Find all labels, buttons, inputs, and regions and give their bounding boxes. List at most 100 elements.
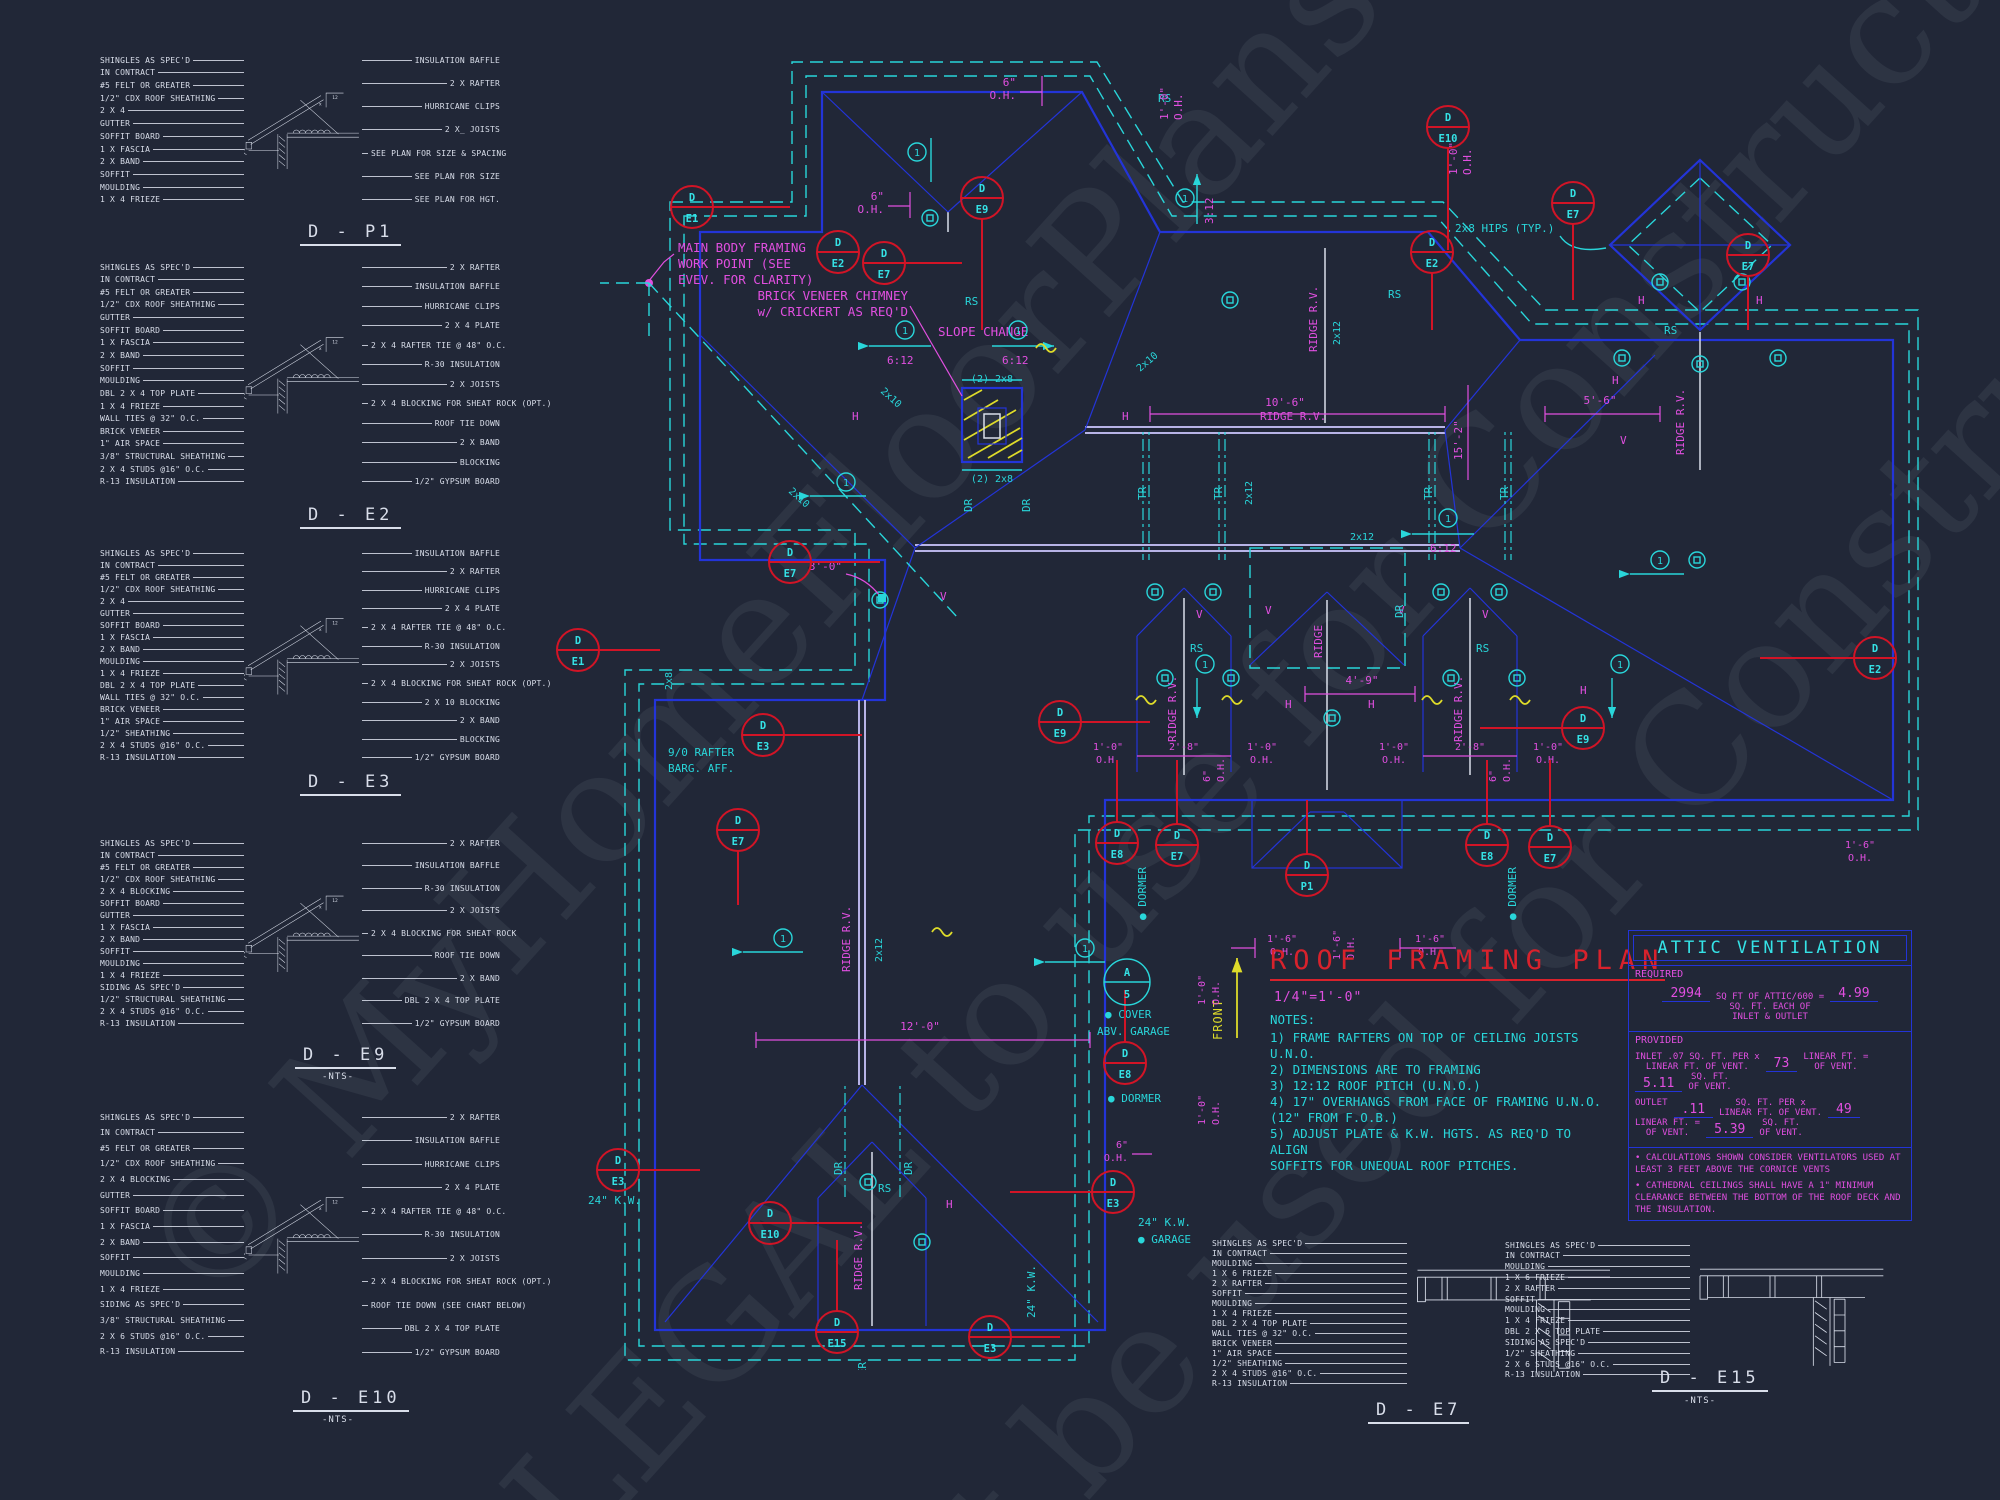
- outlet-rate: .11: [1673, 1102, 1714, 1118]
- inlet-linear-sub: OF VENT.: [1814, 1062, 1858, 1072]
- svg-text:DR: DR: [1020, 498, 1033, 512]
- detail-label: SEE PLAN FOR HGT.: [362, 195, 500, 205]
- svg-text:E3: E3: [757, 741, 770, 753]
- detail-e9-title: D - E9: [295, 1045, 397, 1069]
- detail-e9-nts: -NTS-: [322, 1072, 355, 1082]
- detail-e10-drawing: [243, 1112, 362, 1357]
- detail-label: R-30 INSULATION: [362, 1230, 500, 1240]
- detail-label: 1/2" SHEATHING: [100, 729, 244, 739]
- detail-label: SOFFIT: [1505, 1294, 1690, 1304]
- provided-label: PROVIDED: [1635, 1035, 1684, 1046]
- detail-label: IN CONTRACT: [100, 68, 244, 78]
- detail-e3-drawing: [243, 548, 362, 763]
- svg-text:1: 1: [1015, 326, 1021, 337]
- svg-text:D: D: [987, 1322, 993, 1334]
- diamond-hip-roof: [1559, 158, 1792, 332]
- plan-title: ROOF FRAMING PLAN: [1270, 945, 1666, 981]
- detail-label: DBL 2 X 4 TOP PLATE: [362, 996, 500, 1006]
- detail-label: DBL 2 X 4 TOP PLATE: [362, 1324, 500, 1334]
- attic-area-value: 2994: [1662, 986, 1710, 1002]
- svg-text:2'-8": 2'-8": [1169, 742, 1199, 753]
- detail-label: MOULDING: [100, 376, 244, 386]
- svg-text:1'-6": 1'-6": [1845, 840, 1875, 851]
- detail-label: #5 FELT OR GREATER: [100, 572, 244, 582]
- svg-text:FRONT: FRONT: [1211, 999, 1225, 1040]
- svg-text:6": 6": [1488, 770, 1499, 782]
- detail-label: 2 X BAND: [100, 350, 244, 360]
- detail-label: MOULDING: [100, 1269, 244, 1279]
- detail-label: 1/2" GYPSUM BOARD: [362, 1347, 500, 1357]
- svg-text:V: V: [1196, 608, 1203, 621]
- svg-text:4'-9": 4'-9": [1345, 674, 1378, 687]
- svg-text:1'-0": 1'-0": [1093, 742, 1123, 753]
- svg-text:O.H.: O.H.: [1270, 947, 1294, 958]
- detail-label: SOFFIT BOARD: [100, 131, 244, 141]
- svg-text:1'-0": 1'-0": [1197, 975, 1208, 1005]
- svg-text:2x10: 2x10: [786, 486, 811, 510]
- svg-text:1: 1: [1617, 660, 1623, 671]
- svg-text:H: H: [1368, 698, 1375, 711]
- svg-text:E8: E8: [1481, 851, 1494, 863]
- svg-text:w/ CRICKERT AS REQ'D: w/ CRICKERT AS REQ'D: [757, 304, 908, 319]
- svg-text:D: D: [1570, 188, 1576, 200]
- attic-note-1: • CALCULATIONS SHOWN CONSIDER VENTILATOR…: [1635, 1153, 1901, 1175]
- svg-text:9/0 RAFTER: 9/0 RAFTER: [668, 746, 735, 759]
- svg-text:24" K.W.: 24" K.W.: [1025, 1265, 1038, 1318]
- detail-label: INSULATION BAFFLE: [362, 55, 500, 65]
- svg-text:RS: RS: [878, 1182, 891, 1195]
- svg-text:O.H.: O.H.: [990, 89, 1017, 102]
- ridge-lines: [858, 212, 1701, 1085]
- detail-label: GUTTER: [100, 910, 244, 920]
- svg-text:6": 6": [871, 190, 884, 203]
- detail-label: SOFFIT: [100, 363, 244, 373]
- outlet-label: OUTLET: [1635, 1098, 1668, 1108]
- svg-text:TR: TR: [1212, 486, 1225, 500]
- dimensions: 6"O.H. 6"O.H. 1'-0"O.H. 1'-0"O.H. 10'-6"…: [755, 76, 1875, 1164]
- detail-label: HURRICANE CLIPS: [362, 1159, 500, 1169]
- svg-text:DR: DR: [1393, 604, 1406, 618]
- svg-text:● DORMER: ● DORMER: [1506, 867, 1519, 920]
- svg-text:2x12: 2x12: [1244, 481, 1255, 505]
- svg-text:O.H.: O.H.: [1216, 758, 1227, 782]
- notes-heading: NOTES:: [1270, 1012, 1316, 1027]
- svg-text:D: D: [1484, 830, 1490, 842]
- detail-label: BLOCKING: [362, 457, 500, 467]
- detail-e10-title: D - E10: [293, 1388, 409, 1412]
- svg-text:D: D: [881, 248, 887, 260]
- detail-label: 1/2" GYPSUM BOARD: [362, 1018, 500, 1028]
- svg-text:O.H.: O.H.: [1250, 755, 1274, 766]
- svg-text:1: 1: [1202, 660, 1208, 671]
- detail-label: ROOF TIE DOWN: [362, 418, 500, 428]
- detail-label: 2 X 4 STUDS @16" O.C.: [100, 464, 244, 474]
- svg-text:1: 1: [914, 148, 920, 159]
- outlet-tail-sub: OF VENT.: [1759, 1128, 1803, 1138]
- svg-text:1: 1: [843, 478, 849, 489]
- outlet-linear: LINEAR FT. =: [1635, 1118, 1701, 1128]
- detail-label: SOFFIT: [100, 1253, 244, 1263]
- svg-text:V: V: [940, 590, 947, 603]
- slope-markers: 16:12 16:12 13:12 16:12 1 1 1 1 1 1 16:1…: [731, 138, 1684, 967]
- svg-text:E15: E15: [828, 1338, 847, 1350]
- required-result: 4.99: [1830, 986, 1878, 1002]
- svg-text:(2) 2x8: (2) 2x8: [971, 374, 1013, 385]
- detail-e2-drawing: [243, 262, 362, 487]
- svg-text:D: D: [1872, 643, 1878, 655]
- svg-text:WORK POINT (SEE: WORK POINT (SEE: [678, 256, 791, 271]
- svg-text:TR: TR: [1136, 486, 1149, 500]
- detail-label: 1/2" SHEATHING: [1212, 1358, 1407, 1368]
- detail-label: 2 X 4 PLATE: [362, 1183, 500, 1193]
- detail-label: R-13 INSULATION: [100, 1347, 244, 1357]
- svg-text:15'-2": 15'-2": [1452, 420, 1465, 460]
- detail-label: 1 X 4 FRIEZE: [100, 970, 244, 980]
- svg-text:1: 1: [780, 934, 786, 945]
- svg-text:RIDGE: RIDGE: [1312, 625, 1325, 658]
- svg-text:D: D: [1580, 713, 1586, 725]
- detail-e2-title: D - E2: [300, 505, 402, 529]
